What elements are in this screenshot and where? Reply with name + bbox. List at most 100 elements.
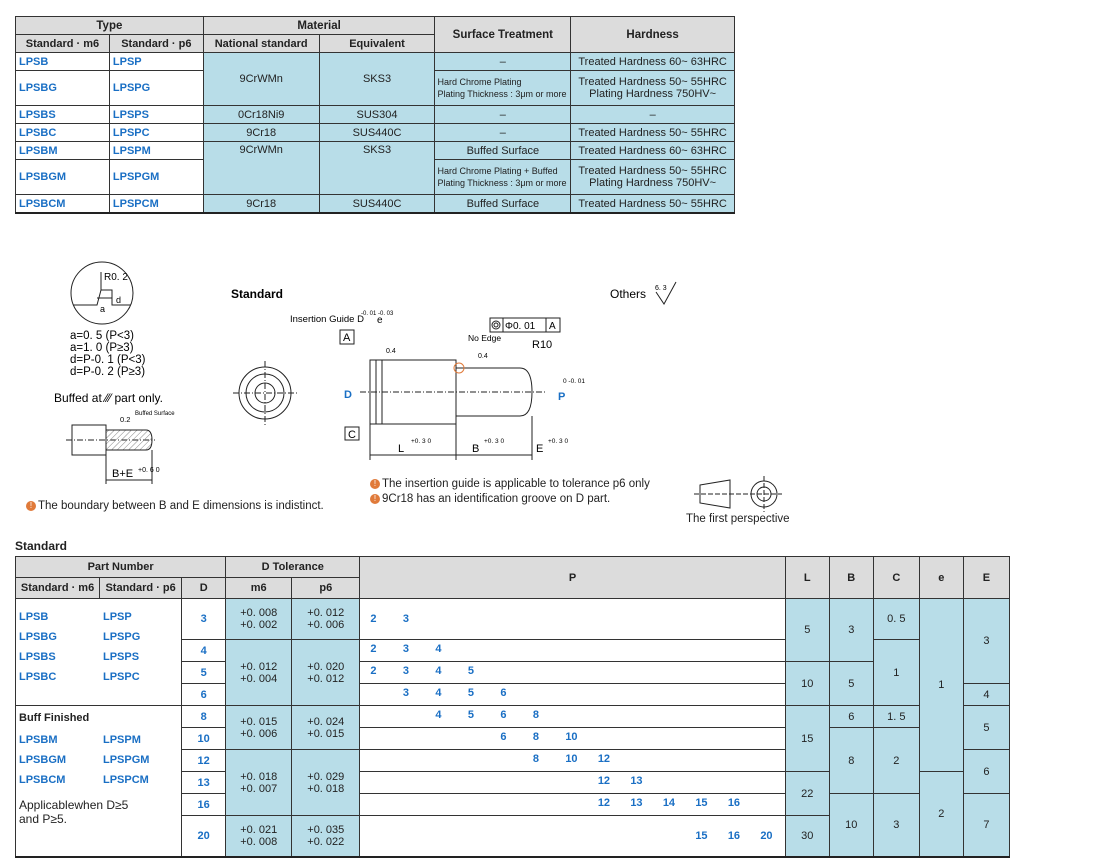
header-material: Material: [202, 16, 436, 35]
l-cell: 22: [784, 771, 830, 816]
p-value: 2: [370, 613, 377, 625]
p-value: 4: [435, 709, 442, 721]
technical-drawing: R0. 2 a d a=0. 5 (P<3) a=1. 0 (P≥3) d=P-…: [54, 261, 782, 512]
d-cell: 3: [181, 598, 227, 640]
e-cell: 5: [962, 705, 1011, 750]
p-value: 13: [630, 797, 643, 809]
hardness-line: Treated Hardness 50~ 55HRC: [578, 76, 727, 88]
b-cell: 8: [828, 727, 874, 794]
header-l: L: [784, 556, 830, 599]
part-m6: LPSB: [15, 52, 110, 71]
national-cell: 9CrWMn: [202, 52, 320, 106]
standard-table: Part Number D Tolerance P L B C e E Stan…: [14, 556, 1011, 858]
part-m6: LPSBS: [15, 105, 110, 124]
p-value: 14: [662, 797, 676, 809]
a-label: a: [100, 304, 105, 314]
header-std-m6: Standard · m6: [14, 577, 101, 599]
p-value: 20: [760, 830, 773, 842]
equiv-cell: SUS304: [318, 105, 436, 124]
datum-a: A: [343, 332, 351, 344]
tol-p6-cell: +0. 020 +0. 012: [291, 639, 361, 706]
d-cell: 5: [181, 661, 227, 684]
b-cell: 3: [828, 598, 874, 662]
header-part-number: Part Number: [14, 556, 227, 578]
p-value: 8: [532, 709, 539, 721]
surface-cell: –: [434, 52, 572, 71]
header-d: D: [181, 577, 227, 599]
part-m6: LPSB: [19, 611, 49, 623]
standard-label: Standard: [231, 287, 283, 301]
part-p6: LPSPG: [103, 631, 141, 643]
surface-cell: Buffed Surface: [434, 194, 572, 214]
l-tol: +0. 3 0: [411, 438, 431, 445]
table-row: LPSBCM LPSPCM 9Cr18 SUS440C Buffed Surfa…: [15, 194, 735, 214]
buffed-pin-drawing: 0.2 Buffed Surface B+E +0. 6 0: [66, 411, 175, 484]
part-m6: LPSBGM: [19, 754, 67, 766]
p-value: 8: [532, 731, 539, 743]
be-tol: +0. 6 0: [138, 467, 160, 474]
hardness-line: Treated Hardness 50~ 55HRC: [578, 165, 727, 177]
d-cell: 12: [181, 749, 227, 772]
header-tol-m6: m6: [225, 577, 293, 599]
p-value: 12: [597, 797, 611, 809]
buff-finished-label: Buff Finished: [19, 712, 90, 724]
p-value: 10: [565, 753, 578, 765]
national-cell: 0Cr18Ni9: [202, 105, 320, 124]
p-value: 15: [695, 830, 708, 842]
insertion-note: !The insertion guide is applicable to to…: [370, 478, 650, 490]
table-row: LPSBS LPSPS 0Cr18Ni9 SUS304 – –: [15, 105, 735, 124]
header-e-small: e: [918, 556, 964, 599]
part-p6: LPSPC: [103, 671, 140, 683]
l-cell: 15: [784, 705, 830, 772]
part-m6: LPSBC: [19, 671, 57, 683]
dim-d: D: [344, 389, 352, 401]
note-line: d=P-0. 1 (P<3): [70, 354, 146, 366]
boundary-note-text: The boundary between B and E dimensions …: [38, 500, 324, 512]
tol-m6-cell: +0. 018 +0. 007: [225, 749, 293, 816]
main-pin-drawing: Insertion Guide D -0. 01 -0. 03 e A 0.4 …: [290, 311, 585, 460]
e-cell: 7: [962, 793, 1011, 858]
be-label: B+E: [112, 468, 133, 480]
material-table: Type Material Surface Treatment Hardness…: [15, 16, 735, 214]
header-c: C: [872, 556, 920, 599]
p-value: 6: [500, 687, 507, 699]
dim-b: B: [472, 443, 479, 455]
header-b: B: [828, 556, 874, 599]
hardness-line: Plating Hardness 750HV~: [589, 177, 717, 189]
p-value: 5: [467, 665, 474, 677]
p-value: 4: [435, 687, 442, 699]
c-cell: 1. 5: [872, 705, 920, 728]
national-cell: 9Cr18: [202, 123, 320, 142]
l-cell: 30: [784, 815, 830, 858]
header-std-m6: Standard · m6: [15, 34, 110, 53]
tol-m6-cell: +0. 012 +0. 004: [225, 639, 293, 706]
part-m6: LPSBGM: [15, 159, 110, 195]
header-surface: Surface Treatment: [434, 16, 572, 53]
boundary-note: !The boundary between B and E dimensions…: [26, 500, 324, 512]
groove-note-text: 9Cr18 has an identification groove on D …: [382, 493, 611, 505]
header-equivalent: Equivalent: [318, 34, 436, 53]
part-m6: LPSBM: [15, 141, 110, 160]
insertion-tol: -0. 01 -0. 03: [361, 311, 394, 317]
header-hardness: Hardness: [570, 16, 735, 53]
tol-p6-cell: +0. 012 +0. 006: [291, 598, 361, 640]
first-angle-icon: [694, 476, 782, 512]
header-d-tolerance: D Tolerance: [225, 556, 361, 578]
insertion-note-text: The insertion guide is applicable to tol…: [382, 478, 650, 490]
header-e: E: [962, 556, 1011, 599]
part-p6: LPSPGM: [103, 754, 150, 766]
hardness-cell: Treated Hardness 60~ 63HRC: [570, 141, 735, 160]
part-p6: LPSPS: [108, 105, 204, 124]
